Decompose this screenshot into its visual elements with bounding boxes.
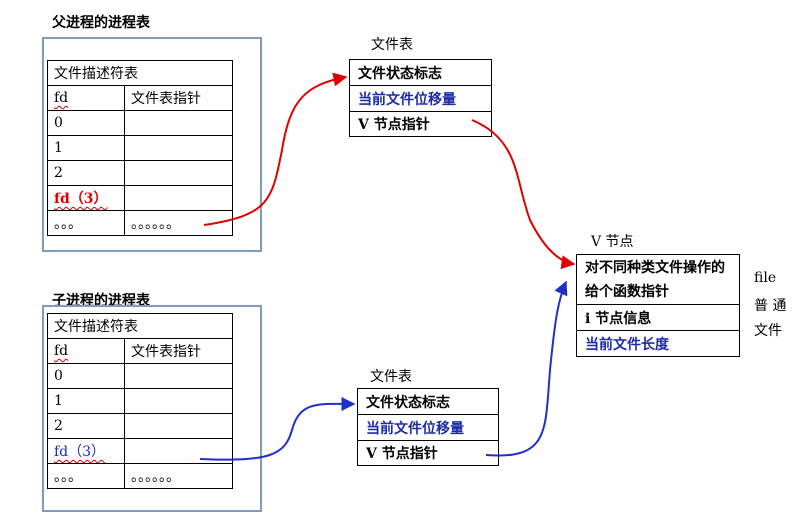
current-offset: 当前文件位移量 bbox=[350, 86, 491, 112]
file-pointer-header: 文件表指针 bbox=[124, 338, 233, 364]
file-status-flags: 文件状态标志 bbox=[350, 60, 491, 86]
fd3-row: fd（3） bbox=[54, 444, 106, 460]
parent-fd3-arrow bbox=[203, 72, 348, 226]
function-pointers: 对不同种类文件操作的给个函数指针 bbox=[577, 255, 739, 305]
vnode-pointer: V 节点指针 bbox=[366, 446, 438, 462]
pointer-cell bbox=[124, 413, 233, 439]
parent-process-title: 父进程的进程表 bbox=[52, 15, 150, 31]
child-fd-table: 文件描述符表 fd 文件表指针 0 1 2 fd（3） 。。。。。。。。。 bbox=[47, 313, 233, 489]
fd-row-ellipsis: 。。。 bbox=[47, 210, 125, 236]
current-file-length: 当前文件长度 bbox=[585, 336, 669, 353]
side-note-file-cn: 文件 bbox=[754, 323, 782, 339]
vnode-label: V 节点 bbox=[591, 234, 634, 250]
child-fd3-arrow bbox=[199, 396, 356, 461]
pointer-cell bbox=[124, 135, 233, 161]
fd-row: 2 bbox=[47, 160, 125, 186]
parent-fd-table: 文件描述符表 fd 文件表指针 0 1 2 fd（3） 。。。。。。。。。 bbox=[47, 60, 233, 236]
child-process-frame bbox=[42, 305, 262, 512]
pointer-cell bbox=[124, 160, 233, 186]
pointer-dots: 。。。。。。 bbox=[124, 463, 233, 489]
vnode-table: 对不同种类文件操作的给个函数指针 i 节点信息 当前文件长度 bbox=[576, 254, 740, 357]
pointer-cell bbox=[124, 363, 233, 389]
file-table-1: 文件状态标志 当前文件位移量 V 节点指针 bbox=[349, 59, 492, 137]
file-table-1-vnode-arrow bbox=[471, 119, 576, 270]
file-status-flags: 文件状态标志 bbox=[358, 389, 498, 415]
fd-table-title: 文件描述符表 bbox=[47, 313, 233, 339]
fd-row: 1 bbox=[47, 388, 125, 414]
fd-row: 2 bbox=[47, 413, 125, 439]
fd-header: fd bbox=[54, 343, 69, 359]
file-table-2-vnode-arrow bbox=[485, 280, 568, 457]
fd-header: fd bbox=[54, 90, 69, 106]
file-pointer-header: 文件表指针 bbox=[124, 85, 233, 111]
side-note-regular: 普 通 bbox=[754, 298, 787, 314]
fd-table-title: 文件描述符表 bbox=[47, 60, 233, 86]
vnode-pointer: V 节点指针 bbox=[358, 117, 430, 133]
file-table-1-label: 文件表 bbox=[371, 37, 413, 53]
inode-info: i 节点信息 bbox=[577, 305, 739, 331]
fd3-row: fd（3） bbox=[54, 191, 108, 207]
parent-process-frame bbox=[42, 37, 262, 252]
pointer-cell bbox=[124, 185, 233, 211]
file-table-2: 文件状态标志 当前文件位移量 V 节点指针 bbox=[357, 388, 499, 466]
current-offset: 当前文件位移量 bbox=[358, 415, 498, 441]
side-note-file: file bbox=[754, 270, 777, 286]
file-table-2-label: 文件表 bbox=[370, 369, 412, 385]
